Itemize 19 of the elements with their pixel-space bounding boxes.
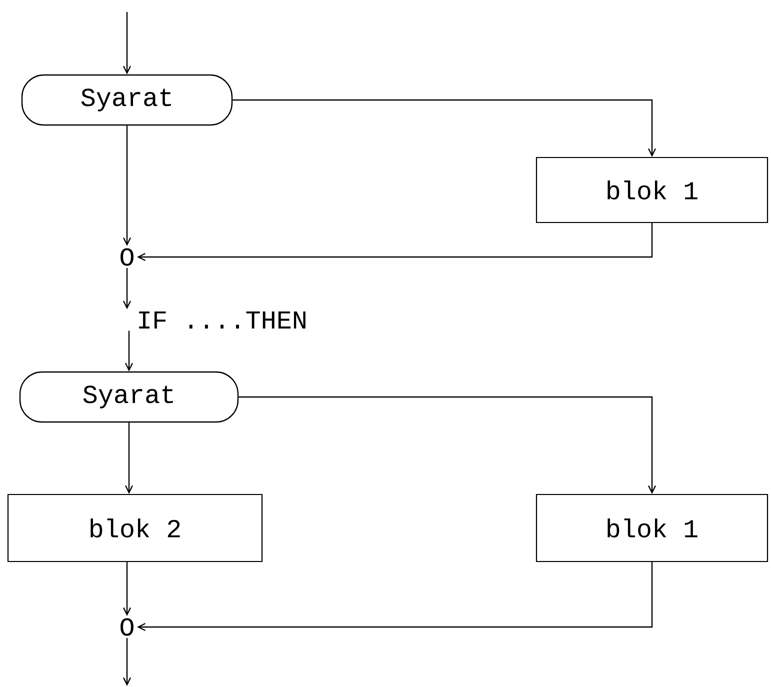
arrow: [122, 268, 132, 310]
arrow: [124, 330, 134, 372]
flow-text: O: [120, 248, 134, 266]
process-box: blok 1: [536, 494, 768, 562]
arrow: [122, 12, 132, 74]
arrow: [122, 126, 132, 246]
arrow: [232, 99, 656, 157]
flow-text: IF ....THEN: [139, 311, 306, 329]
arrow: [124, 422, 134, 494]
flow-text: O: [120, 618, 134, 636]
process-box: blok 2: [7, 494, 263, 562]
arrow: [122, 638, 132, 686]
condition-box: Syarat: [21, 74, 233, 126]
arrow: [136, 562, 653, 632]
arrow: [122, 562, 132, 616]
arrow: [136, 223, 653, 262]
condition-box: Syarat: [19, 371, 239, 423]
process-box: blok 1: [536, 156, 768, 224]
arrow: [238, 396, 656, 494]
